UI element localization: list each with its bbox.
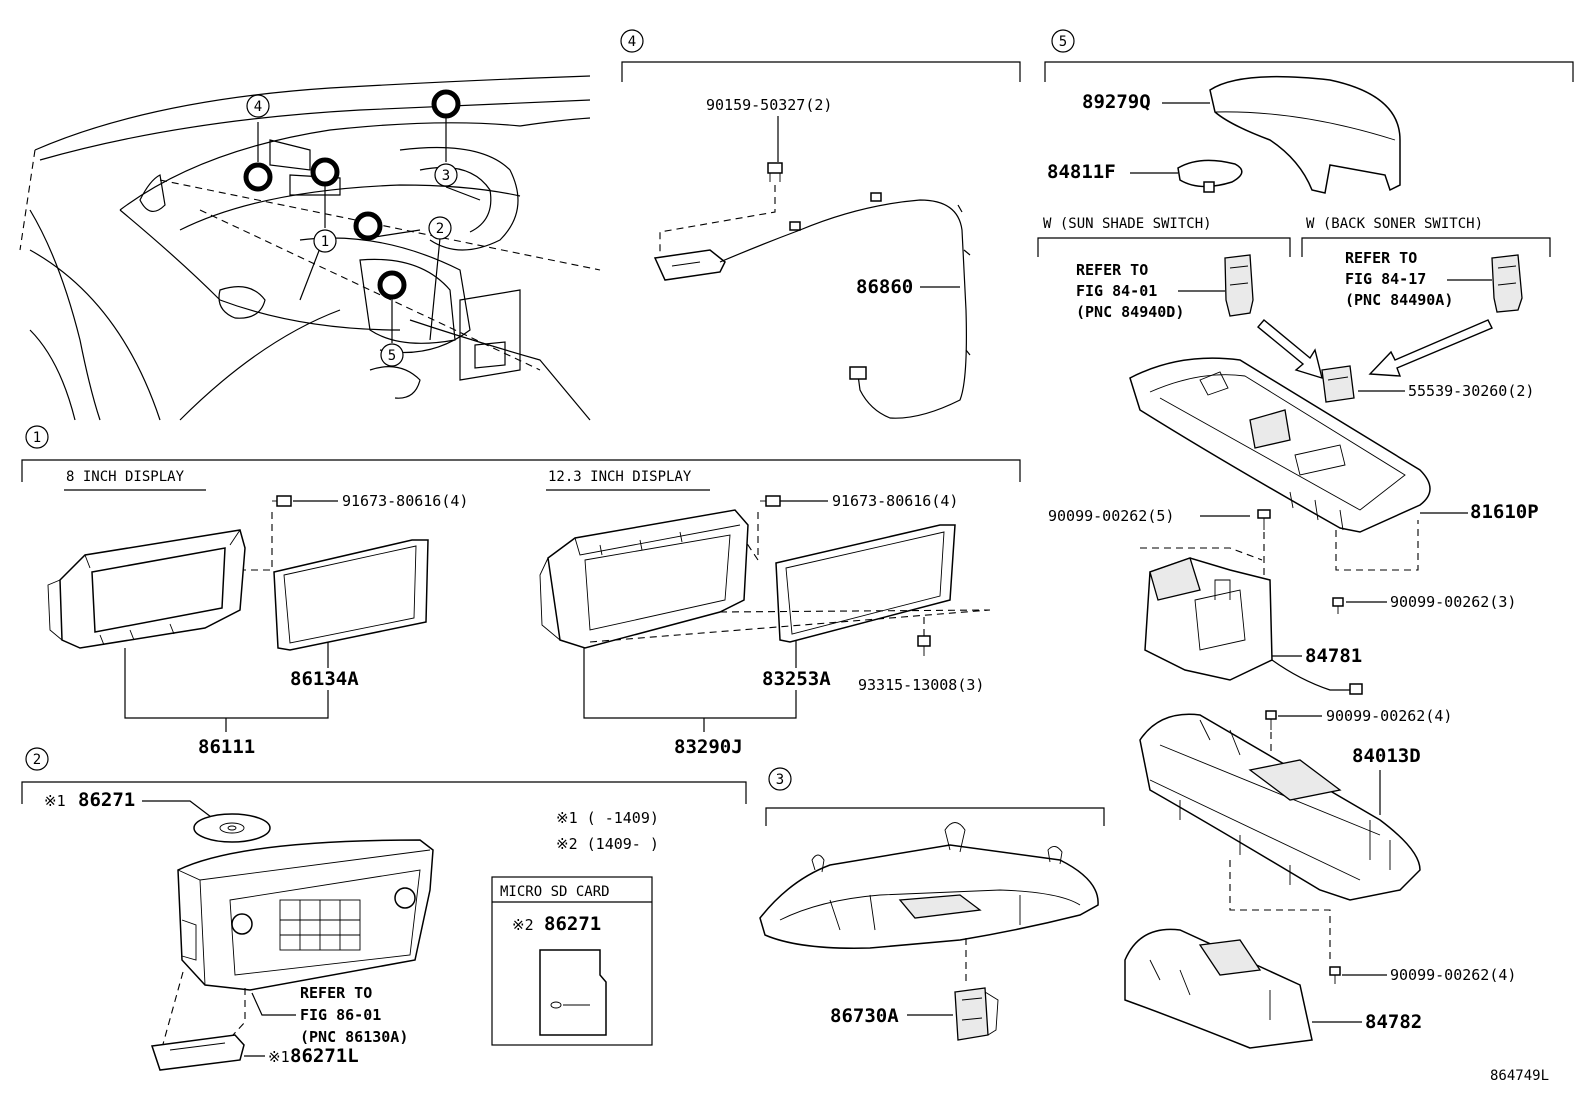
switch-55539	[1321, 365, 1355, 403]
screw-90099-3	[1332, 597, 1344, 614]
part-84782: 84782	[1365, 1011, 1422, 1033]
position-ring-2	[353, 211, 383, 241]
part-84013D: 84013D	[1352, 745, 1421, 767]
callout-3-section: 3	[776, 772, 784, 788]
part-83290J: 83290J	[674, 736, 743, 758]
switch-unit-84781	[1144, 557, 1363, 695]
refer-audio-line3: (PNC 86130A)	[300, 1028, 408, 1046]
arrow-back-soner	[1368, 319, 1493, 377]
callout-1-overview: 1	[321, 234, 329, 250]
bracket-84782	[1124, 928, 1313, 1049]
micro-sd-card	[539, 949, 607, 1036]
antenna-cable-86860	[653, 192, 971, 419]
position-ring-3	[431, 89, 461, 119]
part-91673-80616-a: 91673-80616(4)	[342, 492, 468, 510]
screw-90099-4a	[1265, 710, 1277, 730]
part-93315-13008: 93315-13008(3)	[858, 676, 984, 694]
display-unit-83290J	[539, 509, 749, 649]
section-5-bracket	[1044, 61, 1574, 82]
part-90099-00262-4a: 90099-00262(4)	[1326, 707, 1452, 725]
section-title-micro-sd: MICRO SD CARD	[500, 884, 610, 900]
part-86730A: 86730A	[830, 1005, 899, 1027]
screw-90099-4b	[1329, 966, 1341, 984]
disc-86271	[193, 813, 271, 843]
callout-4-overview: 4	[254, 99, 262, 115]
part-86271-b: 86271	[544, 913, 601, 935]
screw-90159	[767, 162, 783, 182]
refer-sun-line3: (PNC 84940D)	[1076, 303, 1184, 321]
audio-head-unit	[177, 839, 434, 991]
note-1: ※1 ( -1409)	[556, 809, 659, 827]
section-title-back-soner-switch: W (BACK SONER SWITCH)	[1306, 216, 1483, 232]
callout-1-section: 1	[33, 430, 41, 446]
figure-id: 864749L	[1490, 1068, 1549, 1084]
board-86271L	[151, 1034, 245, 1071]
part-84781: 84781	[1305, 645, 1362, 667]
callout-3-overview: 3	[442, 168, 450, 184]
part-90099-00262-5: 90099-00262(5)	[1048, 507, 1174, 525]
part-86860: 86860	[856, 276, 913, 298]
part-89279Q: 89279Q	[1082, 91, 1151, 113]
part-86271L: 86271L	[290, 1045, 359, 1067]
part-86111: 86111	[198, 736, 255, 758]
vehicle-interior-illustration	[19, 75, 601, 421]
overhead-console	[759, 822, 1099, 949]
section-4-bracket	[621, 61, 1021, 82]
part-55539-30260: 55539-30260(2)	[1408, 382, 1534, 400]
section-title-8-inch: 8 INCH DISPLAY	[66, 469, 185, 485]
screw-91673-b	[760, 495, 781, 507]
part-90099-00262-3: 90099-00262(3)	[1390, 593, 1516, 611]
lamp-86730A	[954, 987, 999, 1041]
screw-91673-a	[272, 495, 292, 507]
back-soner-switch	[1491, 254, 1523, 313]
section-title-12-inch: 12.3 INCH DISPLAY	[548, 469, 692, 485]
refer-back-line1: REFER TO	[1345, 249, 1417, 267]
part-86271-a: 86271	[78, 789, 135, 811]
mark-86271L: ※1	[268, 1048, 290, 1066]
part-90159-50327: 90159-50327(2)	[706, 96, 832, 114]
part-83253A: 83253A	[762, 668, 831, 690]
console-panel-81610P	[1129, 357, 1431, 533]
display-panel-83253A	[775, 524, 956, 643]
micro-sd-card-box	[491, 876, 653, 1046]
mark-86271-b: ※2	[512, 916, 534, 934]
part-86134A: 86134A	[290, 668, 359, 690]
callout-2-overview: 2	[436, 221, 444, 237]
refer-back-line3: (PNC 84490A)	[1345, 291, 1453, 309]
part-91673-80616-b: 91673-80616(4)	[832, 492, 958, 510]
position-ring-4	[243, 162, 273, 192]
part-84811F: 84811F	[1047, 161, 1116, 183]
refer-audio-line2: FIG 86-01	[300, 1006, 381, 1024]
display-panel-86134A	[273, 539, 429, 651]
section-1-bracket	[21, 459, 1021, 482]
callout-5-overview: 5	[388, 348, 396, 364]
part-81610P: 81610P	[1470, 501, 1539, 523]
refer-back-line2: FIG 84-17	[1345, 270, 1426, 288]
note-2: ※2 (1409- )	[556, 835, 659, 853]
screw-90099-5	[1257, 509, 1271, 530]
pad-84811F	[1177, 159, 1243, 193]
sun-shade-switch	[1224, 254, 1254, 317]
display-unit-86111	[47, 529, 246, 649]
position-ring-5	[377, 270, 407, 300]
part-90099-00262-4b: 90099-00262(4)	[1390, 966, 1516, 984]
section-2-bracket	[21, 781, 747, 804]
arrow-sun-shade	[1257, 319, 1323, 380]
refer-audio-line1: REFER TO	[300, 984, 372, 1002]
callout-4-section: 4	[628, 34, 636, 50]
refer-sun-line1: REFER TO	[1076, 261, 1148, 279]
lower-console-84013D	[1139, 713, 1421, 901]
armrest-lid-89279Q	[1209, 75, 1401, 194]
section-3-bracket	[765, 807, 1105, 826]
mark-86271-a: ※1	[44, 792, 66, 810]
refer-sun-line2: FIG 84-01	[1076, 282, 1157, 300]
section-title-sun-shade-switch: W (SUN SHADE SWITCH)	[1043, 216, 1212, 232]
screw-93315	[917, 635, 931, 656]
callout-2-section: 2	[33, 752, 41, 768]
position-ring-1	[310, 157, 340, 187]
callout-5-section: 5	[1059, 34, 1067, 50]
